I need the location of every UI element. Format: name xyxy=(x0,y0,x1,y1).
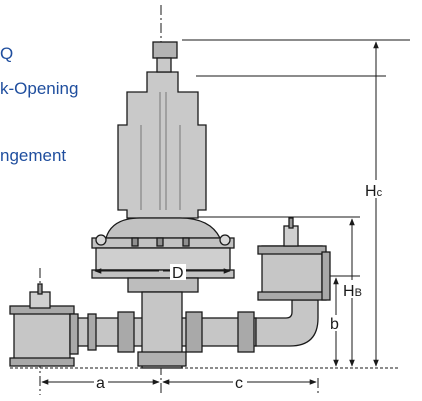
gate-valve xyxy=(9,283,79,367)
label-Hb-main: H xyxy=(343,283,355,300)
label-Hb: HB xyxy=(343,283,362,300)
check-valve xyxy=(255,217,331,347)
extension-lines xyxy=(10,39,410,369)
label-Hc-main: H xyxy=(365,183,377,200)
discharge-pipe xyxy=(75,291,257,369)
title-line-3: ngement xyxy=(0,146,67,165)
title-line-2: k-Opening xyxy=(0,79,79,98)
label-b: b xyxy=(330,316,339,333)
label-D: D xyxy=(172,265,184,282)
label-a: a xyxy=(96,375,105,392)
label-Hc: Hc xyxy=(365,183,383,200)
label-Hc-sub: c xyxy=(377,187,383,199)
title-line-1: Q xyxy=(0,44,14,63)
dimension-labels: D a c b Hc HB xyxy=(94,180,388,392)
pump-casing xyxy=(91,217,235,293)
motor-body xyxy=(117,41,207,219)
label-Hb-sub: B xyxy=(355,287,362,299)
label-c: c xyxy=(235,375,243,392)
